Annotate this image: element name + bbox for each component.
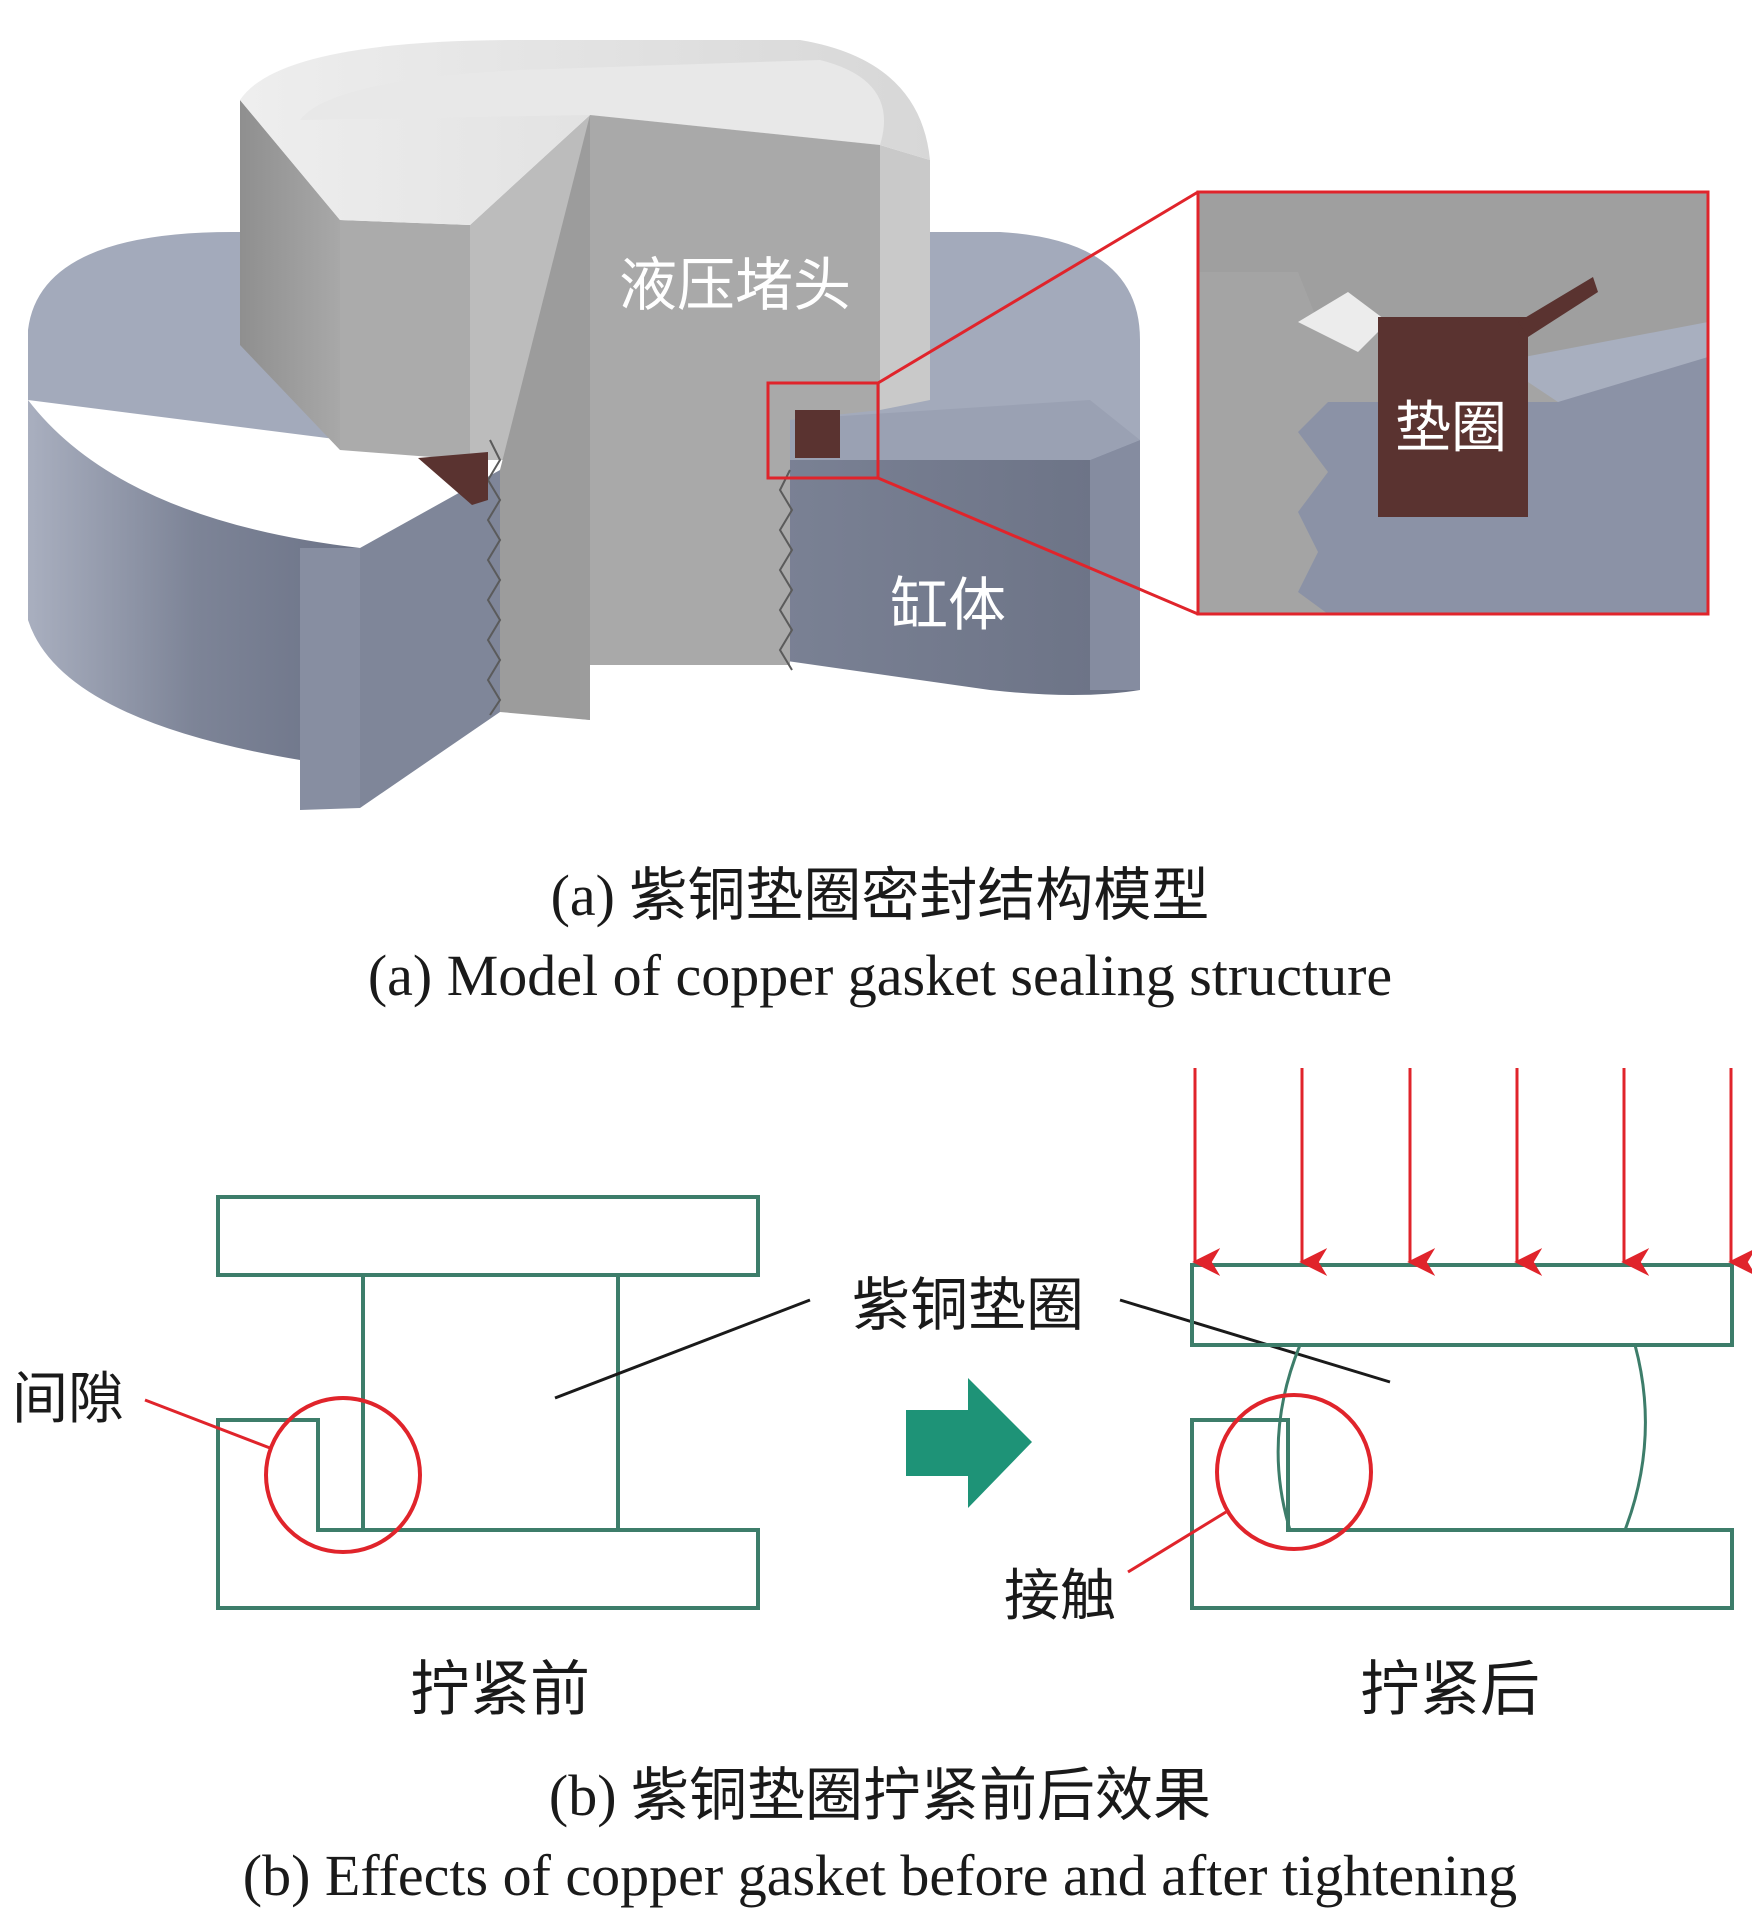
zoom-source-box [766,381,880,480]
right-arrow-icon [906,1378,1032,1508]
caption-a-en: (a) Model of copper gasket sealing struc… [368,943,1392,1008]
caption-b-en: (b) Effects of copper gasket before and … [243,1843,1517,1908]
label-gasket-inset: 垫圈 [1395,396,1507,461]
gap-highlight-circle [264,1396,422,1554]
label-before-tightening: 拧紧前 [410,1655,590,1725]
before-assembly [216,1195,760,1610]
caption-a-cn: (a) 紫铜垫圈密封结构模型 [551,863,1210,928]
after-assembly [1190,1263,1734,1610]
gap-leader-line [144,1398,271,1450]
gasket-leader-left [554,1298,811,1400]
label-copper-gasket: 紫铜垫圈 [852,1271,1084,1339]
gasket-leader-right [1119,1298,1391,1384]
label-after-tightening: 拧紧后 [1360,1655,1540,1725]
zoom-connector-top [877,190,1199,385]
force-arrows [1192,1068,1752,1276]
gasket-left-section [418,452,488,505]
label-contact: 接触 [1004,1564,1116,1629]
hydraulic-plug [240,40,930,720]
zoom-connector-bottom [877,476,1199,616]
contact-leader-line [1127,1510,1227,1574]
contact-highlight-circle [1215,1393,1373,1551]
panel-a-model: 液压堵头 垫圈 缸体 (a) 紫铜垫圈密封结构模型 (a) Model of c… [28,40,1710,1008]
zoom-inset [1196,190,1710,616]
panel-b-schematic: 间隙 紫铜垫圈 接触 拧紧前 拧紧后 (b) 紫铜垫圈拧紧前后效果 ( [12,1068,1752,1908]
label-cylinder-body: 缸体 [890,571,1006,639]
label-hydraulic-plug: 液压堵头 [619,251,851,319]
label-gap: 间隙 [12,1367,124,1432]
gasket-right-section [795,410,840,458]
caption-b-cn: (b) 紫铜垫圈拧紧前后效果 [549,1763,1211,1828]
